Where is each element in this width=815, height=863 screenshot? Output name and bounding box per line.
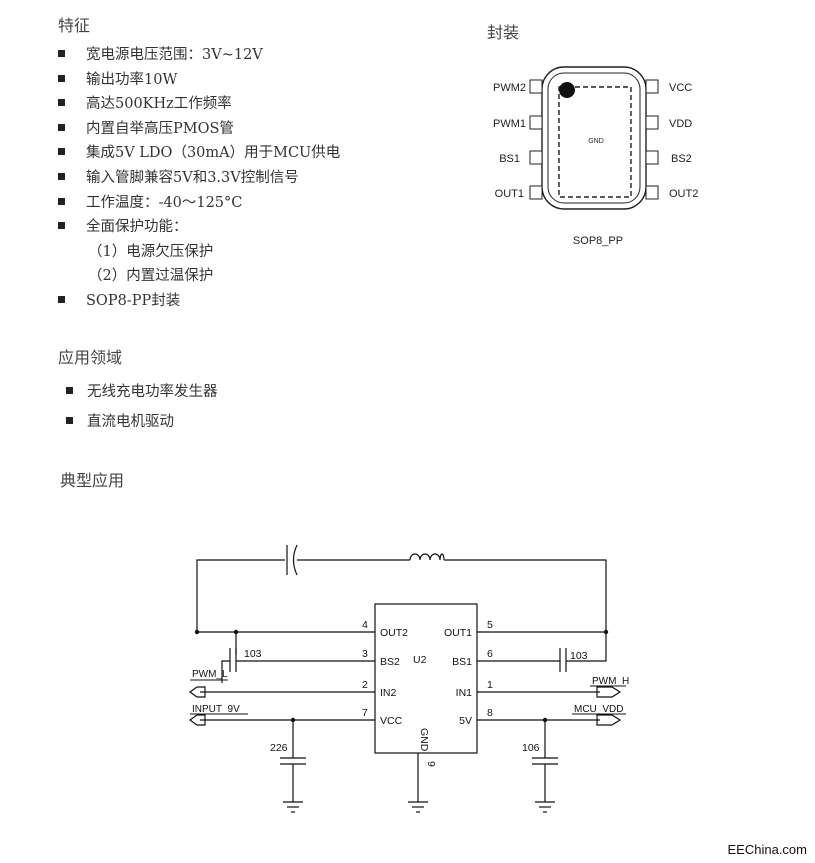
capacitor-value: 226 [270,742,288,754]
typical-heading: 典型应用 [60,471,125,490]
square-bullet-icon [58,295,65,303]
net-port-icon [188,714,206,726]
package-pin-label: VCC [669,82,692,94]
square-bullet-icon [66,417,73,424]
capacitor-value: 103 [244,648,262,660]
package-pin [529,150,543,165]
square-bullet-icon [58,123,65,131]
chip-pin-name: BS2 [380,656,400,668]
package-pin-label: OUT2 [669,188,698,200]
junction-dot [194,629,200,635]
chip-pin-name: OUT2 [380,627,408,639]
pin-number: 4 [362,619,368,631]
inductor-icon [409,553,445,561]
typical-circuit: U2 OUT2 BS2 IN2 VCC OUT1 BS1 IN1 5V GND … [188,544,629,813]
feature-sub-item: （2）内置过温保护 [88,268,214,285]
feature-item: 工作温度：-40～125°C [58,191,340,216]
feature-item: 高达500KHz工作频率 [58,92,340,117]
feature-item: 输出功率10W [58,68,340,93]
net-label: PWM_L [192,669,228,680]
pin-number: 8 [487,707,493,719]
pin-number: 9 [425,761,437,767]
chip-name: U2 [413,654,427,666]
wire [196,559,285,632]
package-pin-label: PWM2 [493,82,526,94]
features-list: 宽电源电压范围：3V~12V 输出功率10W 高达500KHz工作频率 内置自举… [58,43,340,314]
chip-pin-name: BS1 [452,656,472,668]
capacitor-value: 106 [522,742,540,754]
chip-pin-name: IN2 [380,687,397,699]
pin-number: 7 [362,707,368,719]
package-pin [645,79,659,94]
feature-item: 输入管脚兼容5V和3.3V控制信号 [58,166,340,191]
chip-pin-name: 5V [459,715,472,727]
package-caption: SOP8_PP [573,235,623,247]
pin-number: 5 [487,619,493,631]
package-pin [645,150,659,165]
exposed-pad-outline [558,86,632,198]
feature-sub-item: （1）电源欠压保护 [88,243,214,260]
application-item: 直流电机驱动 [66,407,218,437]
square-bullet-icon [58,172,65,180]
package-pin-label: BS1 [499,153,520,165]
pin-number: 1 [487,679,493,691]
package-pin [529,79,543,94]
application-item: 无线充电功率发生器 [66,377,218,407]
watermark-text: EEChina.com [727,842,807,857]
square-bullet-icon [58,74,65,82]
junction-dot [603,629,609,635]
chip-body [374,603,478,754]
chip-gnd-pin-name: GND [418,728,430,752]
features-heading: 特征 [58,16,91,35]
junction-dot [290,717,296,723]
square-bullet-icon [58,222,65,230]
square-bullet-icon [66,387,73,394]
package-pin [529,115,543,130]
junction-dot [542,717,548,723]
wire [444,559,607,632]
square-bullet-icon [58,99,65,107]
net-label: PWM_H [592,676,629,687]
net-label: INPUT_9V [192,704,240,715]
series-capacitor [292,544,298,576]
feature-item: 集成5V LDO（30mA）用于MCU供电 [58,141,340,166]
chip-pin-name: OUT1 [444,627,472,639]
feature-item: 全面保护功能： [58,215,340,240]
package-pin-label: PWM1 [493,118,526,130]
package-pin [529,185,543,200]
package-body [541,66,647,210]
pin-number: 6 [487,648,493,660]
pin-number: 2 [362,679,368,691]
pin-number: 3 [362,648,368,660]
wire [221,660,230,683]
package-pin-label: VDD [669,118,692,130]
feature-item: 宽电源电压范围：3V~12V [58,43,340,68]
chip-pin-name: IN1 [456,687,473,699]
square-bullet-icon [58,50,65,57]
net-label: MCU_VDD [574,704,623,715]
applications-list: 无线充电功率发生器 直流电机驱动 [66,377,218,437]
pin1-dot-icon [559,82,575,98]
square-bullet-icon [58,148,65,156]
package-inner-outline [547,72,641,204]
capacitor-value: 103 [570,650,588,662]
net-port-icon [596,714,622,726]
package-pin [645,185,659,200]
package-pin [645,115,659,130]
package-pin-label: OUT1 [495,188,524,200]
package-diagram: GND PWM2 PWM1 BS1 OUT1 VCC VDD BS2 OUT2 … [493,66,698,247]
chip-pin-name: VCC [380,715,403,727]
package-gnd-label: GND [588,138,604,145]
applications-heading: 应用领域 [58,348,123,367]
wire [566,632,607,662]
package-pin-label: BS2 [671,153,692,165]
junction-dot [233,629,239,635]
feature-item: 内置自举高压PMOS管 [58,117,340,142]
net-port-icon [188,686,206,698]
net-port-icon [596,686,622,698]
feature-item: SOP8-PP封装 [58,289,340,314]
package-heading: 封装 [487,23,520,42]
square-bullet-icon [58,197,65,205]
